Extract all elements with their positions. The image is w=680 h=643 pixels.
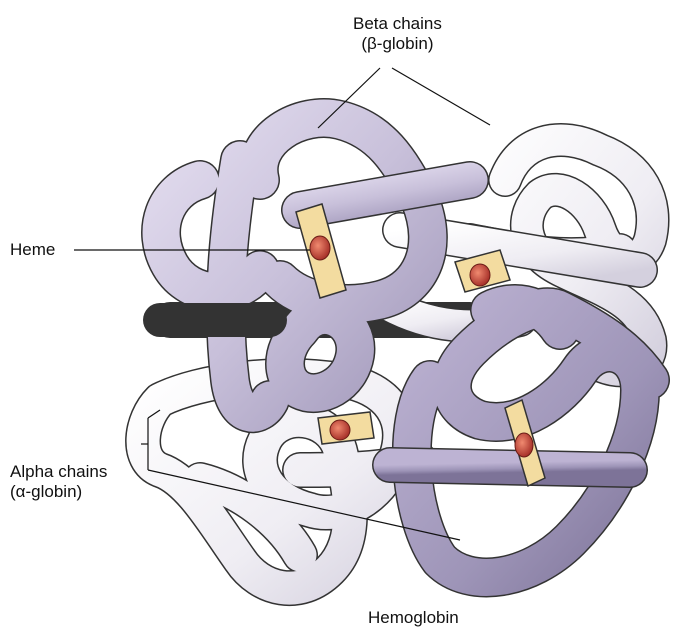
beta-label-line2: (β-globin) <box>353 34 442 54</box>
alpha-label-line1: Alpha chains <box>10 462 107 482</box>
figure-caption: Hemoglobin <box>368 608 459 628</box>
heme-label: Heme <box>10 240 55 260</box>
heme-group-3 <box>318 412 374 444</box>
alpha-label-line2: (α-globin) <box>10 482 107 502</box>
beta-chains-label: Beta chains (β-globin) <box>353 14 442 54</box>
alpha-chains-label: Alpha chains (α-globin) <box>10 462 107 502</box>
beta-label-line1: Beta chains <box>353 14 442 34</box>
